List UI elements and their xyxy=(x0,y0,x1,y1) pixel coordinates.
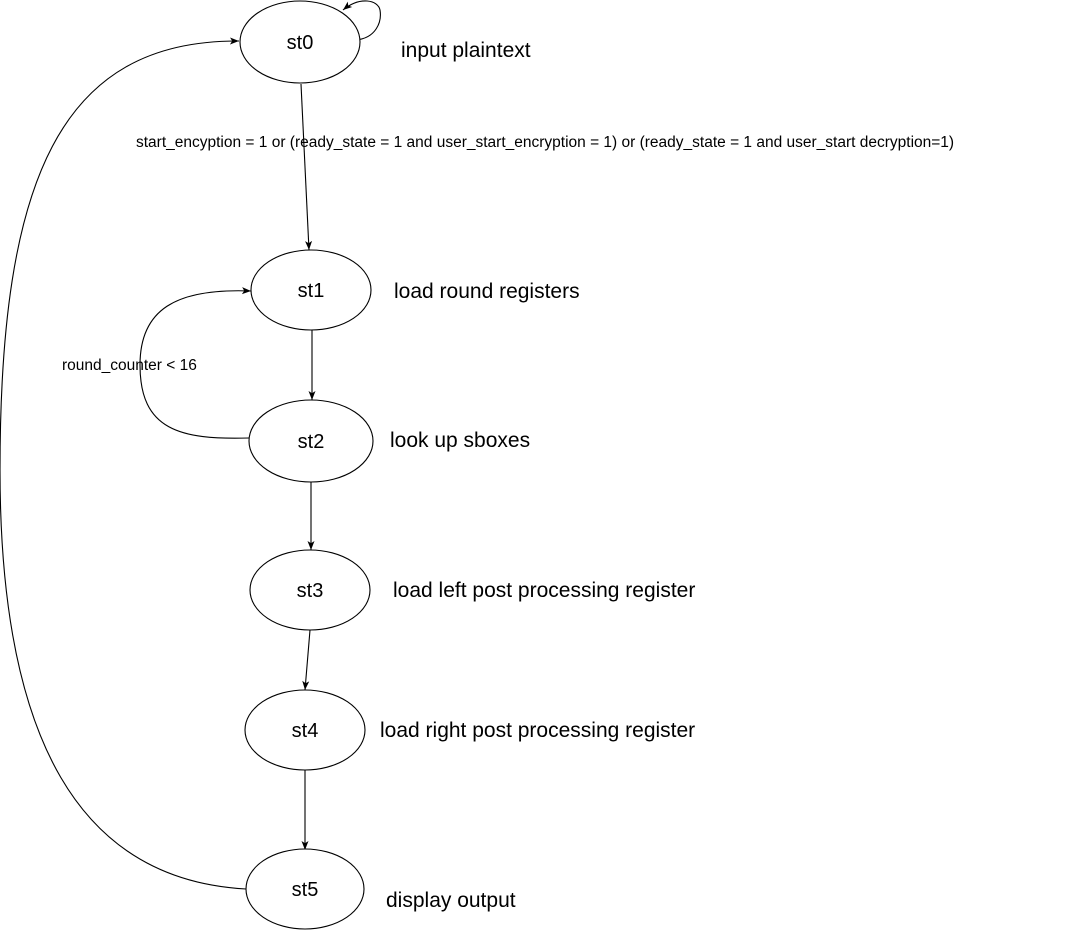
state-st5-label: st5 xyxy=(292,879,319,901)
state-st1-description: load round registers xyxy=(394,280,580,303)
state-st4-label: st4 xyxy=(292,720,319,742)
state-st3-label: st3 xyxy=(297,580,324,602)
state-st2-description: look up sboxes xyxy=(390,429,530,452)
transition-st3-to-st4 xyxy=(302,629,311,691)
state-st0-description: input plaintext xyxy=(401,39,531,62)
transition-label-st2-st1: round_counter < 16 xyxy=(62,357,197,374)
state-st3: st3 xyxy=(249,549,371,631)
state-st5-description: display output xyxy=(386,889,516,912)
transition-st0-self-loop xyxy=(342,0,381,41)
transition-st5-to-st0 xyxy=(0,37,247,890)
state-st1: st1 xyxy=(250,249,372,331)
state-st2: st2 xyxy=(248,399,374,483)
transition-st0-to-st1 xyxy=(300,83,313,251)
state-st0-label: st0 xyxy=(287,32,314,54)
state-st4: st4 xyxy=(244,689,366,771)
transition-label-st0-st1: start_encyption = 1 or (ready_state = 1 … xyxy=(136,134,954,151)
state-st3-description: load left post processing register xyxy=(393,579,695,602)
state-st0: st0 xyxy=(239,0,361,84)
transition-st2-to-st1-loop xyxy=(139,287,252,439)
state-st5: st5 xyxy=(245,848,365,930)
state-st1-label: st1 xyxy=(298,280,325,302)
state-st4-description: load right post processing register xyxy=(380,719,695,742)
state-st2-label: st2 xyxy=(298,431,325,453)
